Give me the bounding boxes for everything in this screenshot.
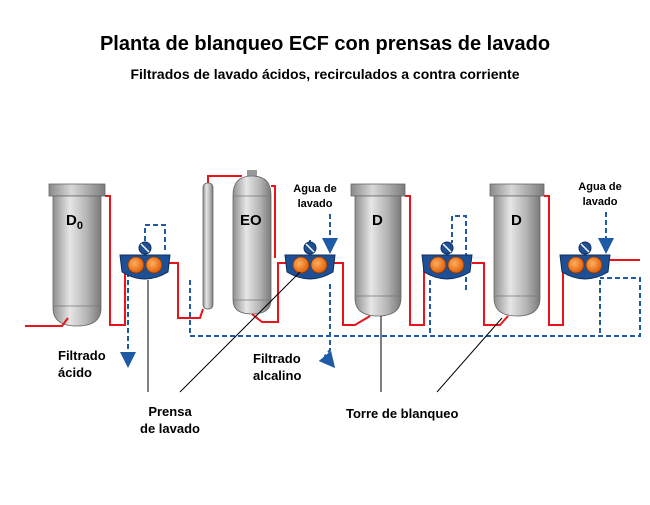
filtrado-acido-label: Filtrado ácido	[58, 347, 106, 381]
wash-press-4	[559, 241, 611, 280]
diagram-title: Planta de blanqueo ECF con prensas de la…	[99, 33, 551, 55]
tower-d2	[489, 183, 545, 317]
tower-d1	[350, 183, 406, 317]
agua-lavado-2-line1: Agua de	[578, 181, 622, 193]
agua-lavado-label-1: Agua de lavado	[283, 182, 347, 212]
filtrado-alcalino-label: Filtrado alcalino	[253, 350, 301, 384]
prensa-label: Prensa de lavado	[115, 403, 225, 437]
agua-lavado-1-line1: Agua de	[293, 183, 337, 195]
filtrado-alcalino-line1: Filtrado	[253, 351, 301, 366]
agua-lavado-1-line2: lavado	[297, 198, 333, 210]
wash-press-3	[421, 241, 473, 280]
wash-press-1	[119, 241, 171, 280]
tower-eo-label: EO	[240, 212, 262, 229]
tower-d0	[48, 183, 106, 327]
filtrado-acido-line2: ácido	[58, 365, 92, 380]
torre-blanqueo-label: Torre de blanqueo	[346, 406, 459, 421]
wash-press-2	[284, 241, 336, 280]
upflow-column	[202, 182, 214, 310]
leader-lines	[147, 271, 503, 393]
tower-d0-label: D0	[66, 212, 83, 232]
tower-d1-label: D	[372, 212, 383, 229]
diagram-subtitle: Filtrados de lavado ácidos, recirculados…	[130, 66, 520, 82]
tower-d2-label: D	[511, 212, 522, 229]
prensa-line1: Prensa	[148, 404, 192, 419]
prensa-line2: de lavado	[140, 421, 200, 436]
agua-lavado-2-line2: lavado	[582, 196, 618, 208]
pulp-lines	[25, 175, 640, 327]
filtrado-acido-line1: Filtrado	[58, 348, 106, 363]
filtrate-lines	[120, 212, 641, 369]
tower-eo	[232, 170, 272, 315]
agua-lavado-label-2: Agua de lavado	[568, 180, 632, 210]
filtrado-alcalino-line2: alcalino	[253, 368, 302, 383]
